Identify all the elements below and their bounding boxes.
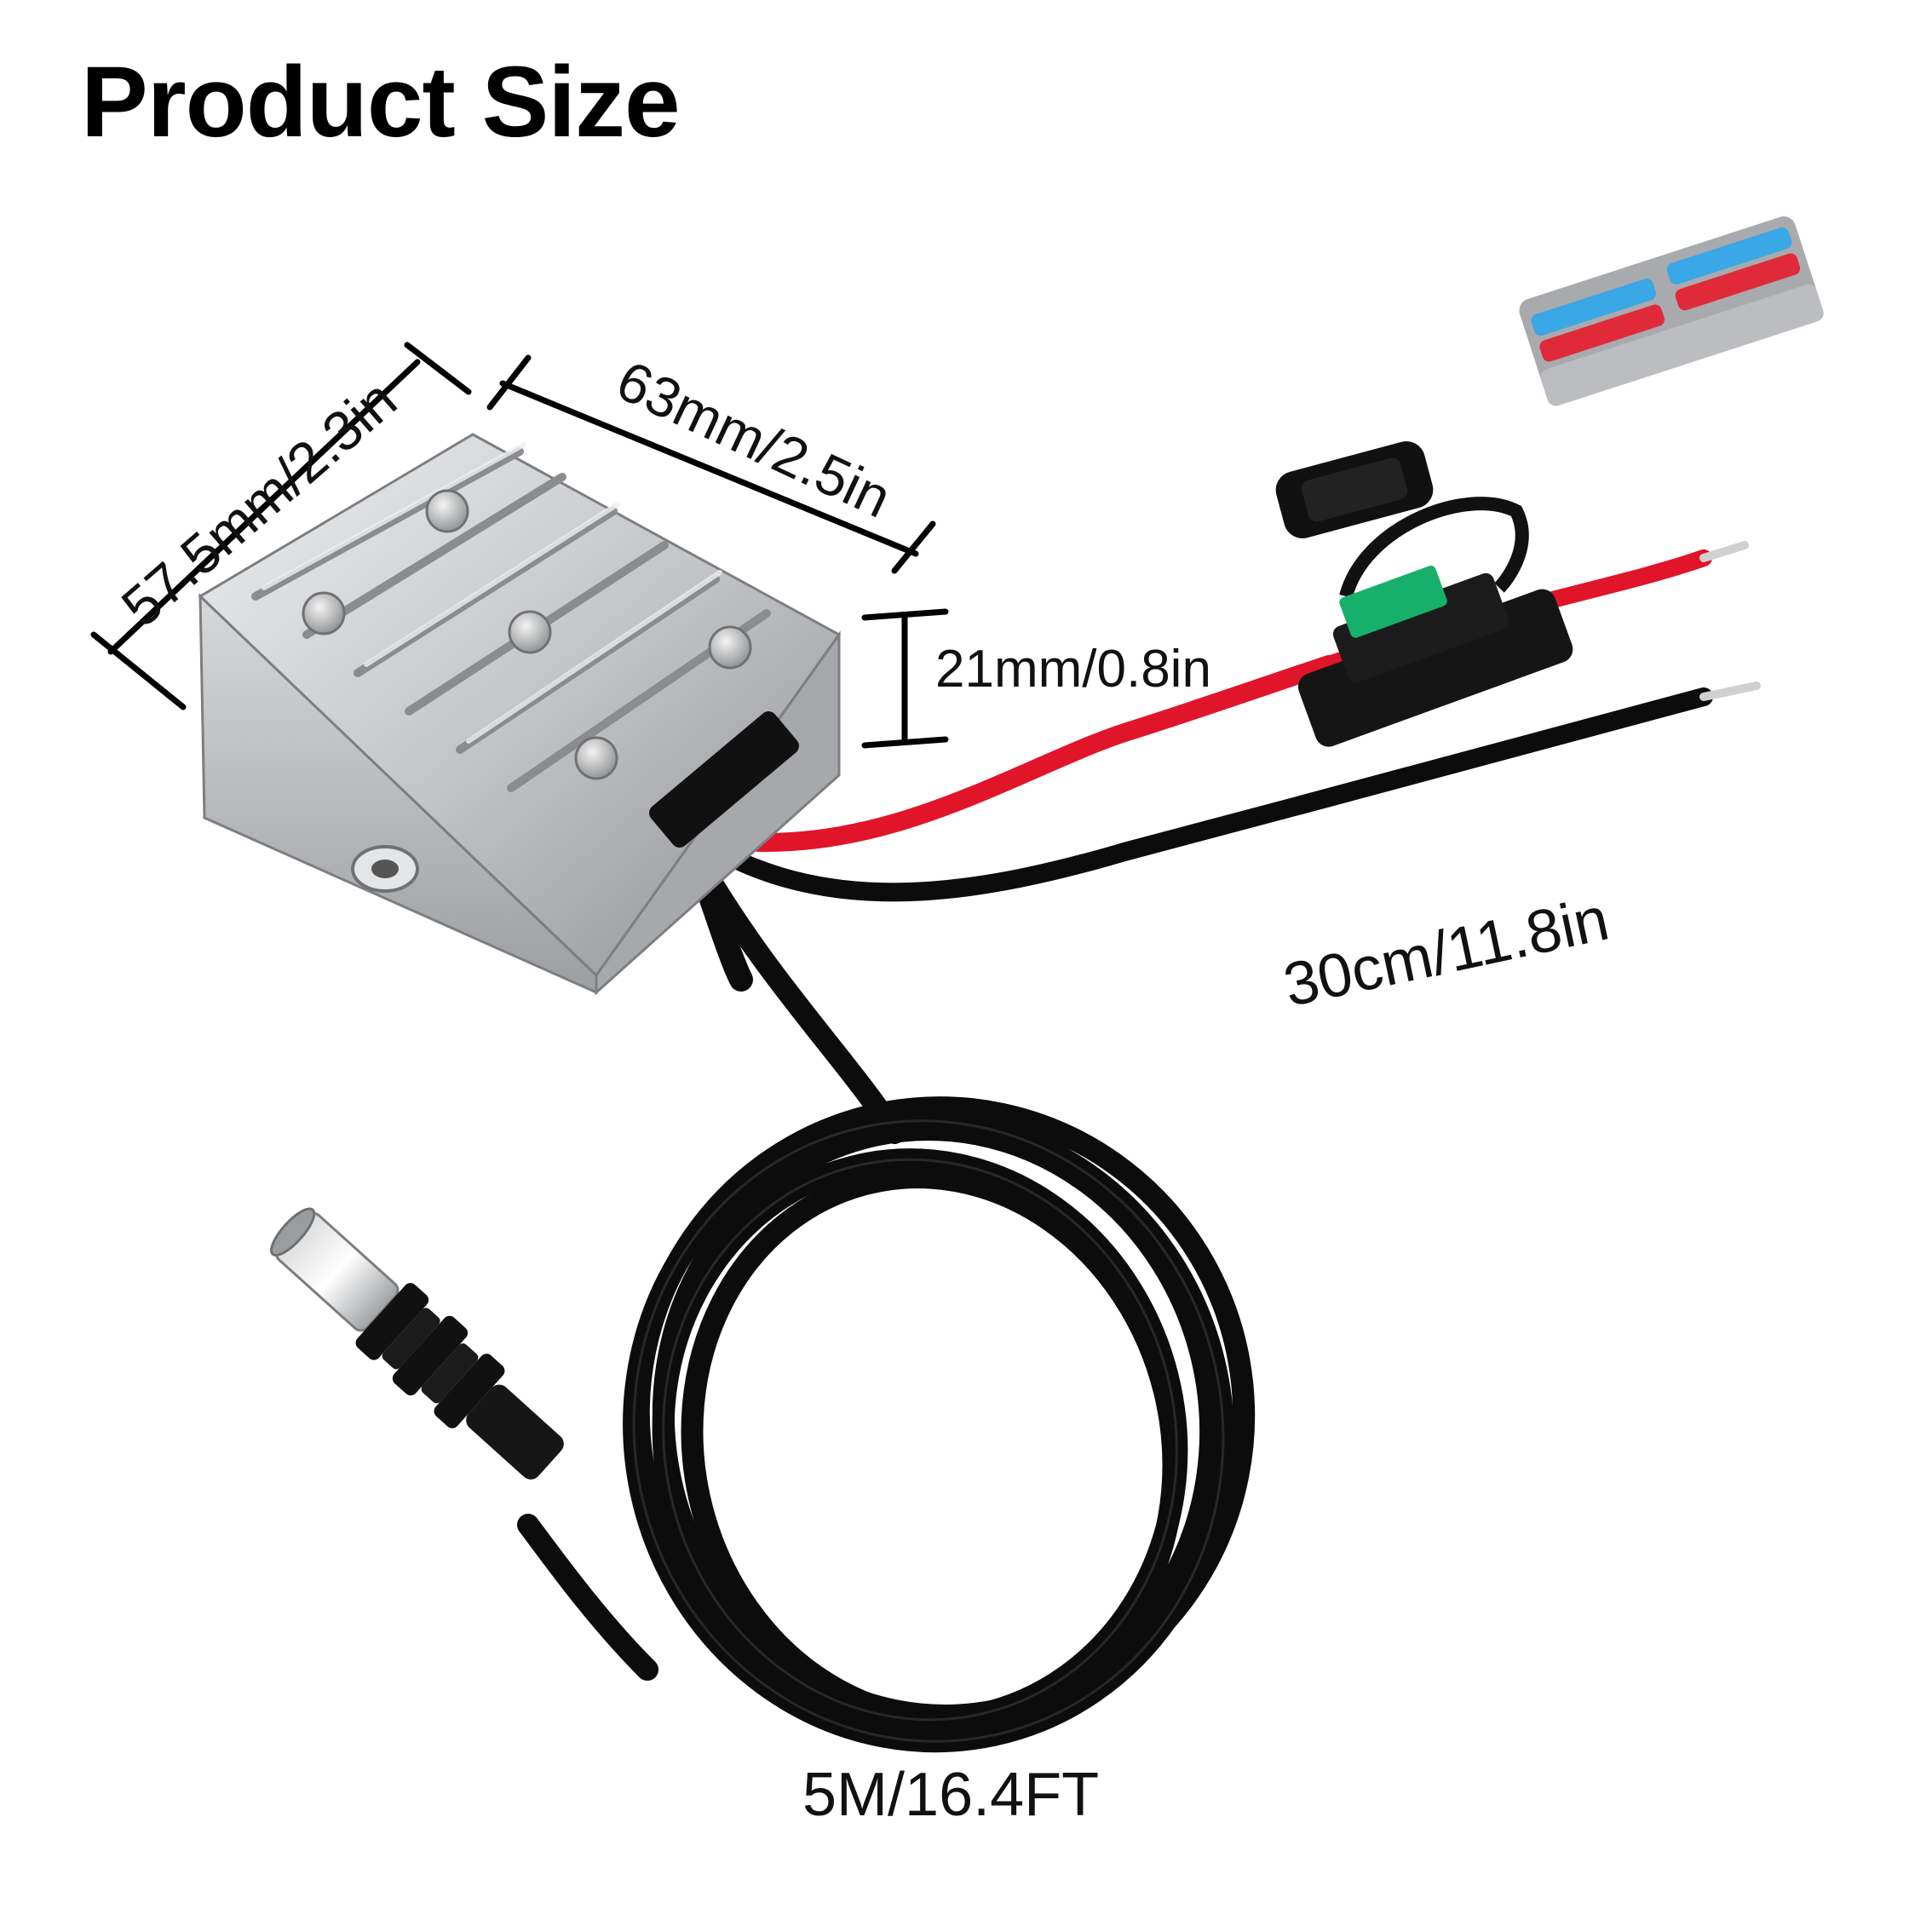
fuse-holder: [1275, 441, 1573, 747]
dc-plug: [270, 1207, 564, 1480]
coiled-cable: [517, 849, 1256, 1753]
converter-body: [198, 433, 842, 996]
height-dimension-label: 21mm/0.8in: [935, 640, 1211, 699]
page-title: Product Size: [81, 46, 681, 158]
lever-connector: [1519, 216, 1824, 406]
cable-length-label: 5M/16.4FT: [802, 1761, 1100, 1829]
coil-highlights: [632, 1119, 1225, 1743]
dimension-lines: [90, 342, 949, 749]
